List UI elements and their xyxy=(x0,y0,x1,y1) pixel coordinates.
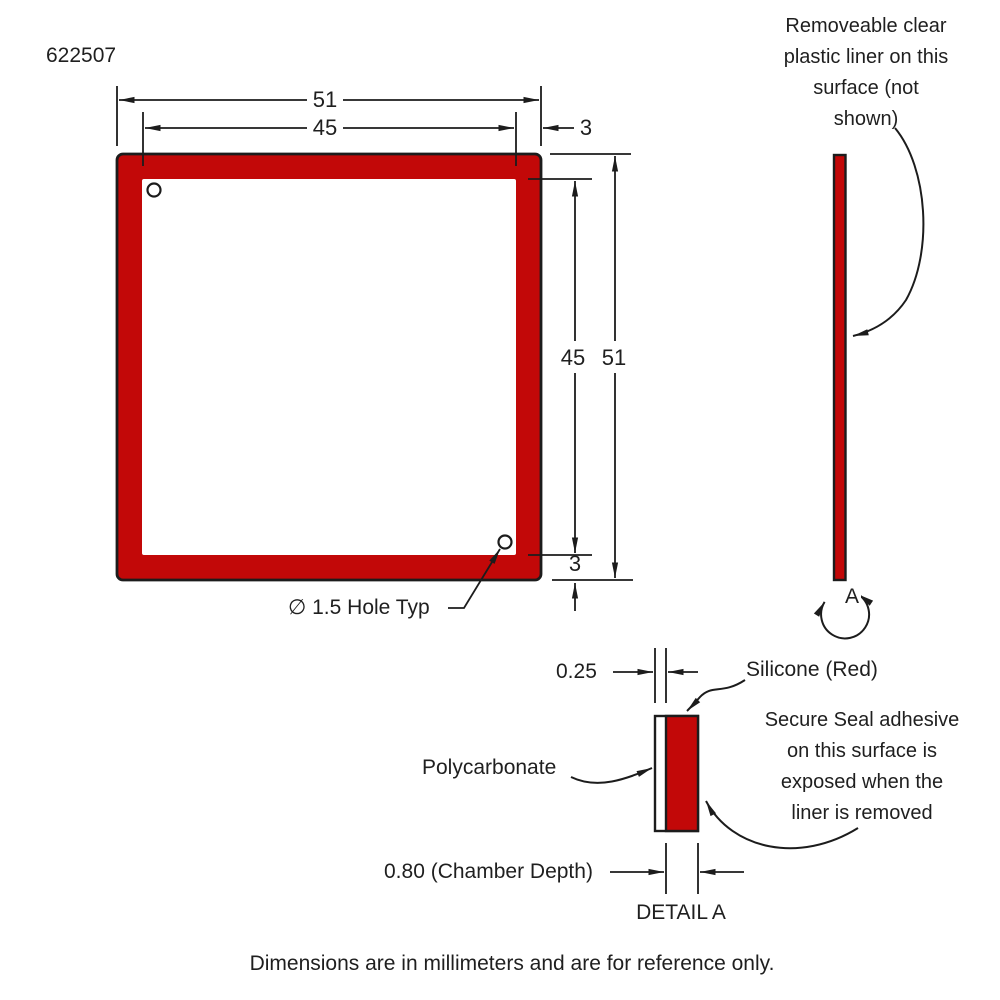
dim-text-height-outer: 51 xyxy=(601,345,627,370)
adhesive-note: Secure Seal adhesive on this surface is … xyxy=(742,705,982,829)
polycarbonate-label: Polycarbonate xyxy=(422,756,557,779)
adhesive-note-line: exposed when the xyxy=(780,771,944,793)
detail-a-callout-circle xyxy=(813,593,874,640)
side-view xyxy=(813,127,925,640)
liner-note: Removeable clear plastic liner on this s… xyxy=(748,11,984,135)
part-number: 622507 xyxy=(46,44,117,67)
dim-text-wall-top: 3 xyxy=(579,115,593,140)
silicone-layer xyxy=(664,714,700,833)
hole-callout-label: ∅ 1.5 Hole Typ xyxy=(288,596,430,619)
liner-note-line: Removeable clear xyxy=(785,15,947,37)
adhesive-note-line: Secure Seal adhesive xyxy=(764,709,960,731)
liner-note-line: shown) xyxy=(833,108,899,130)
adhesive-leader-line xyxy=(705,800,859,850)
detail-a-caption: DETAIL A xyxy=(636,901,726,924)
main-view xyxy=(115,152,543,582)
hole-leader-line xyxy=(448,548,501,609)
silicone-label: Silicone (Red) xyxy=(746,658,878,681)
dim-text-width-inner: 45 xyxy=(312,115,338,140)
gasket-inner-opening xyxy=(142,179,516,555)
liner-leader-line xyxy=(852,127,925,337)
hole-top-left xyxy=(146,182,162,198)
adhesive-note-line: on this surface is xyxy=(786,740,938,762)
dim-text-chamber-depth: 0.80 (Chamber Depth) xyxy=(384,860,593,883)
dim-text-wall-bottom: 3 xyxy=(568,551,582,576)
liner-note-line: plastic liner on this xyxy=(783,46,949,68)
adhesive-note-line: liner is removed xyxy=(791,802,933,824)
main-view-dimensions xyxy=(116,86,633,611)
silicone-leader-line xyxy=(686,679,746,712)
dim-text-thickness: 0.25 xyxy=(556,660,597,683)
detail-callout-letter: A xyxy=(843,585,862,609)
gasket-edge-profile xyxy=(832,153,847,582)
footnote: Dimensions are in millimeters and are fo… xyxy=(249,952,775,975)
hole-bottom-right xyxy=(497,534,513,550)
detail-a-dimensions xyxy=(610,648,744,894)
polycarbonate-leader-line xyxy=(570,767,653,784)
dim-text-height-inner: 45 xyxy=(560,345,586,370)
dim-text-width-outer: 51 xyxy=(312,87,338,112)
liner-note-line: surface (not xyxy=(813,77,919,99)
detail-a-view xyxy=(570,648,859,894)
